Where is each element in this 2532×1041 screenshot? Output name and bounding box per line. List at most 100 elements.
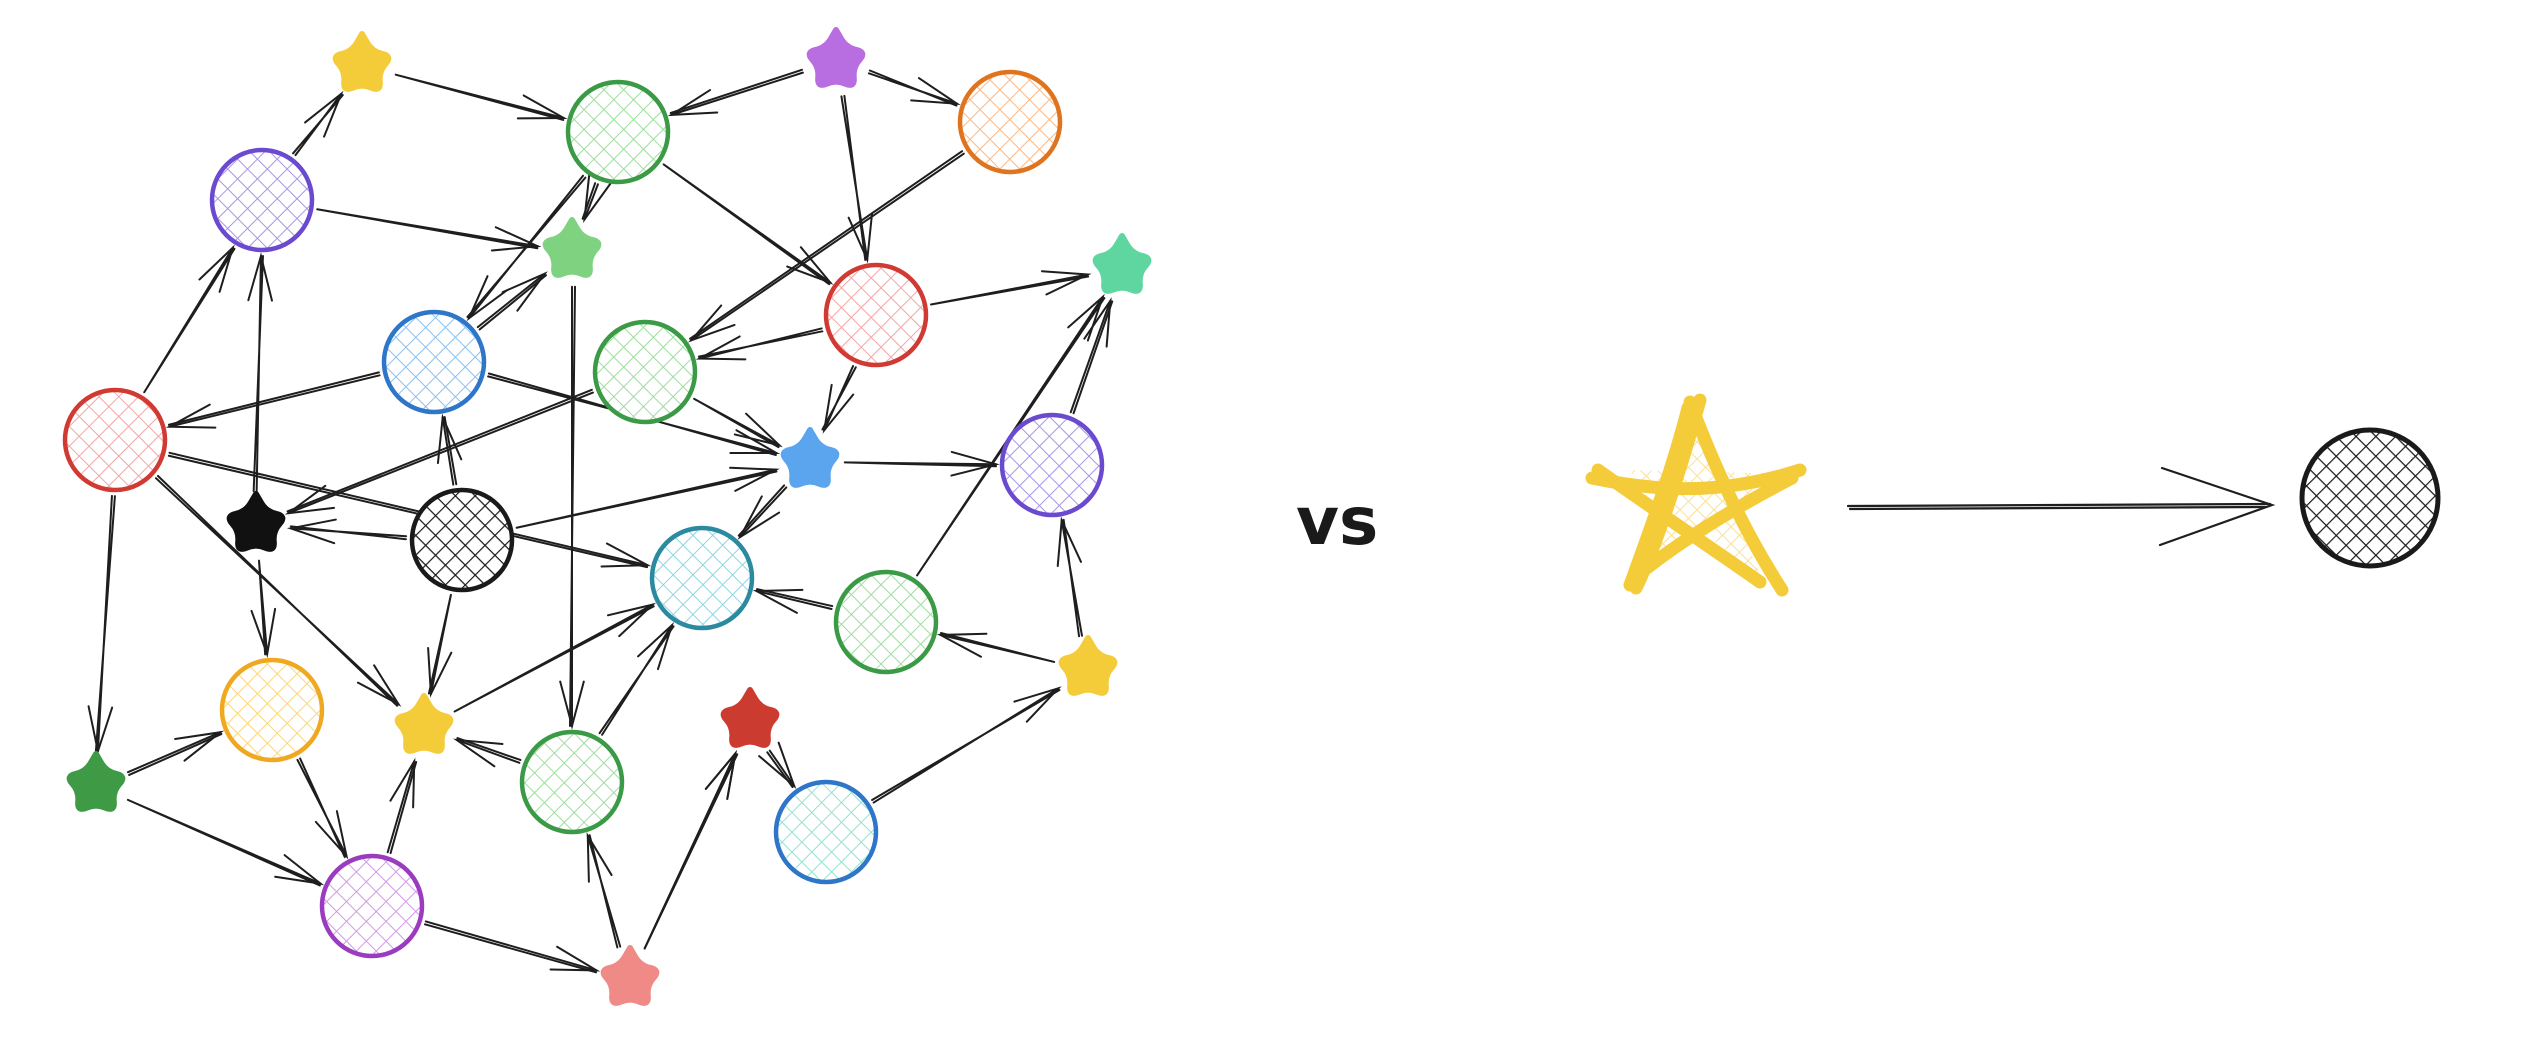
arrowhead bbox=[247, 252, 273, 302]
network-edge bbox=[871, 687, 1061, 804]
network-edge bbox=[466, 174, 587, 320]
network-edge bbox=[143, 246, 236, 394]
network-edge bbox=[292, 92, 344, 157]
network-edge bbox=[154, 474, 400, 707]
circle-node-red-mid bbox=[823, 262, 929, 368]
network-edge bbox=[427, 593, 452, 695]
arrowhead bbox=[274, 854, 325, 886]
network-edge bbox=[1069, 299, 1114, 415]
arrowhead bbox=[729, 466, 780, 492]
circle-node-yellow bbox=[219, 657, 325, 763]
arrowhead bbox=[1013, 686, 1062, 723]
network-edge bbox=[669, 68, 804, 116]
network-edge bbox=[386, 760, 418, 855]
network-edge bbox=[569, 285, 576, 727]
arrowhead bbox=[250, 607, 277, 659]
arrowhead bbox=[1056, 516, 1083, 567]
network-edge bbox=[598, 624, 675, 736]
network-edge bbox=[515, 468, 778, 529]
network-edges bbox=[87, 68, 1114, 974]
arrowhead bbox=[583, 172, 613, 224]
circle-node-green-mid bbox=[592, 319, 698, 425]
arrowhead bbox=[600, 542, 652, 568]
network-edge bbox=[697, 327, 824, 360]
arrowhead bbox=[752, 588, 804, 614]
vs-label: vs bbox=[1296, 483, 1378, 560]
arrowhead bbox=[606, 602, 657, 638]
circle-node-green-top bbox=[565, 79, 671, 185]
network-edge bbox=[476, 272, 548, 331]
arrowhead bbox=[637, 621, 674, 671]
network-edge bbox=[453, 603, 655, 713]
network-edge bbox=[930, 273, 1090, 306]
network-edge bbox=[126, 798, 322, 887]
arrowhead bbox=[822, 383, 855, 434]
star-node-yellow-mid bbox=[394, 693, 454, 754]
arrowhead bbox=[910, 77, 961, 106]
star-node-teal bbox=[1092, 233, 1152, 294]
star-node-yellow-top bbox=[332, 31, 392, 92]
network-edge bbox=[316, 208, 539, 250]
arrowhead bbox=[284, 484, 336, 515]
network-edge bbox=[167, 451, 649, 569]
network-edge bbox=[755, 588, 834, 610]
arrowhead bbox=[501, 271, 548, 312]
arrowhead bbox=[87, 705, 114, 756]
arrowhead bbox=[1040, 270, 1092, 296]
circle-node-cyan bbox=[649, 525, 755, 631]
circle-node-violet-bottom bbox=[319, 853, 425, 959]
arrowhead bbox=[356, 664, 402, 707]
network-edge bbox=[939, 632, 1056, 663]
arrowhead bbox=[586, 832, 613, 883]
network-edge bbox=[643, 752, 739, 950]
arrowhead bbox=[667, 89, 719, 117]
arrowhead bbox=[549, 945, 601, 972]
star-node-yellow-right bbox=[1058, 635, 1118, 696]
network-edge bbox=[126, 731, 223, 776]
network-edge bbox=[286, 388, 594, 515]
arrowhead bbox=[389, 757, 416, 809]
arrowhead bbox=[466, 275, 507, 322]
circle-node-orange bbox=[957, 69, 1063, 175]
circle-node-black bbox=[409, 487, 515, 593]
arrowhead bbox=[165, 403, 217, 429]
arrowhead bbox=[847, 212, 873, 264]
circle-node-blue bbox=[381, 309, 487, 415]
network-edge bbox=[424, 920, 598, 974]
star-node-pink bbox=[600, 945, 660, 1006]
network-edge bbox=[289, 525, 408, 541]
arrowhead bbox=[314, 810, 349, 860]
arrow bbox=[1846, 466, 2276, 547]
network-edge bbox=[394, 73, 565, 121]
star-node-dark-green bbox=[66, 751, 126, 812]
network-edge bbox=[1060, 518, 1083, 638]
network-edge bbox=[840, 94, 869, 261]
arrowhead bbox=[286, 518, 337, 545]
dense-network bbox=[62, 27, 1152, 1006]
arrowhead bbox=[453, 738, 504, 768]
arrowhead bbox=[304, 90, 344, 138]
network-edge bbox=[167, 371, 381, 428]
arrowhead bbox=[490, 226, 542, 252]
network-edge bbox=[843, 461, 998, 468]
circle-node-green-bottom bbox=[519, 729, 625, 835]
arrowhead bbox=[695, 335, 747, 361]
network-edge bbox=[693, 397, 781, 449]
black-circle-node bbox=[2299, 427, 2441, 569]
network-edge bbox=[867, 69, 959, 107]
star-node-green bbox=[542, 217, 602, 278]
arrowhead bbox=[758, 741, 797, 790]
star-node-purple-top bbox=[806, 27, 866, 88]
star-node-blue bbox=[780, 427, 840, 488]
network-edge bbox=[689, 150, 965, 342]
arrowhead bbox=[174, 730, 225, 762]
network-edge bbox=[737, 484, 788, 539]
network-edge bbox=[296, 757, 348, 859]
network-edge bbox=[821, 365, 857, 432]
network-edge bbox=[94, 494, 116, 753]
arrowhead bbox=[559, 680, 585, 730]
circle-node-red-left bbox=[62, 387, 168, 493]
arrowhead bbox=[950, 450, 1000, 477]
circle-node-mint bbox=[773, 779, 879, 885]
